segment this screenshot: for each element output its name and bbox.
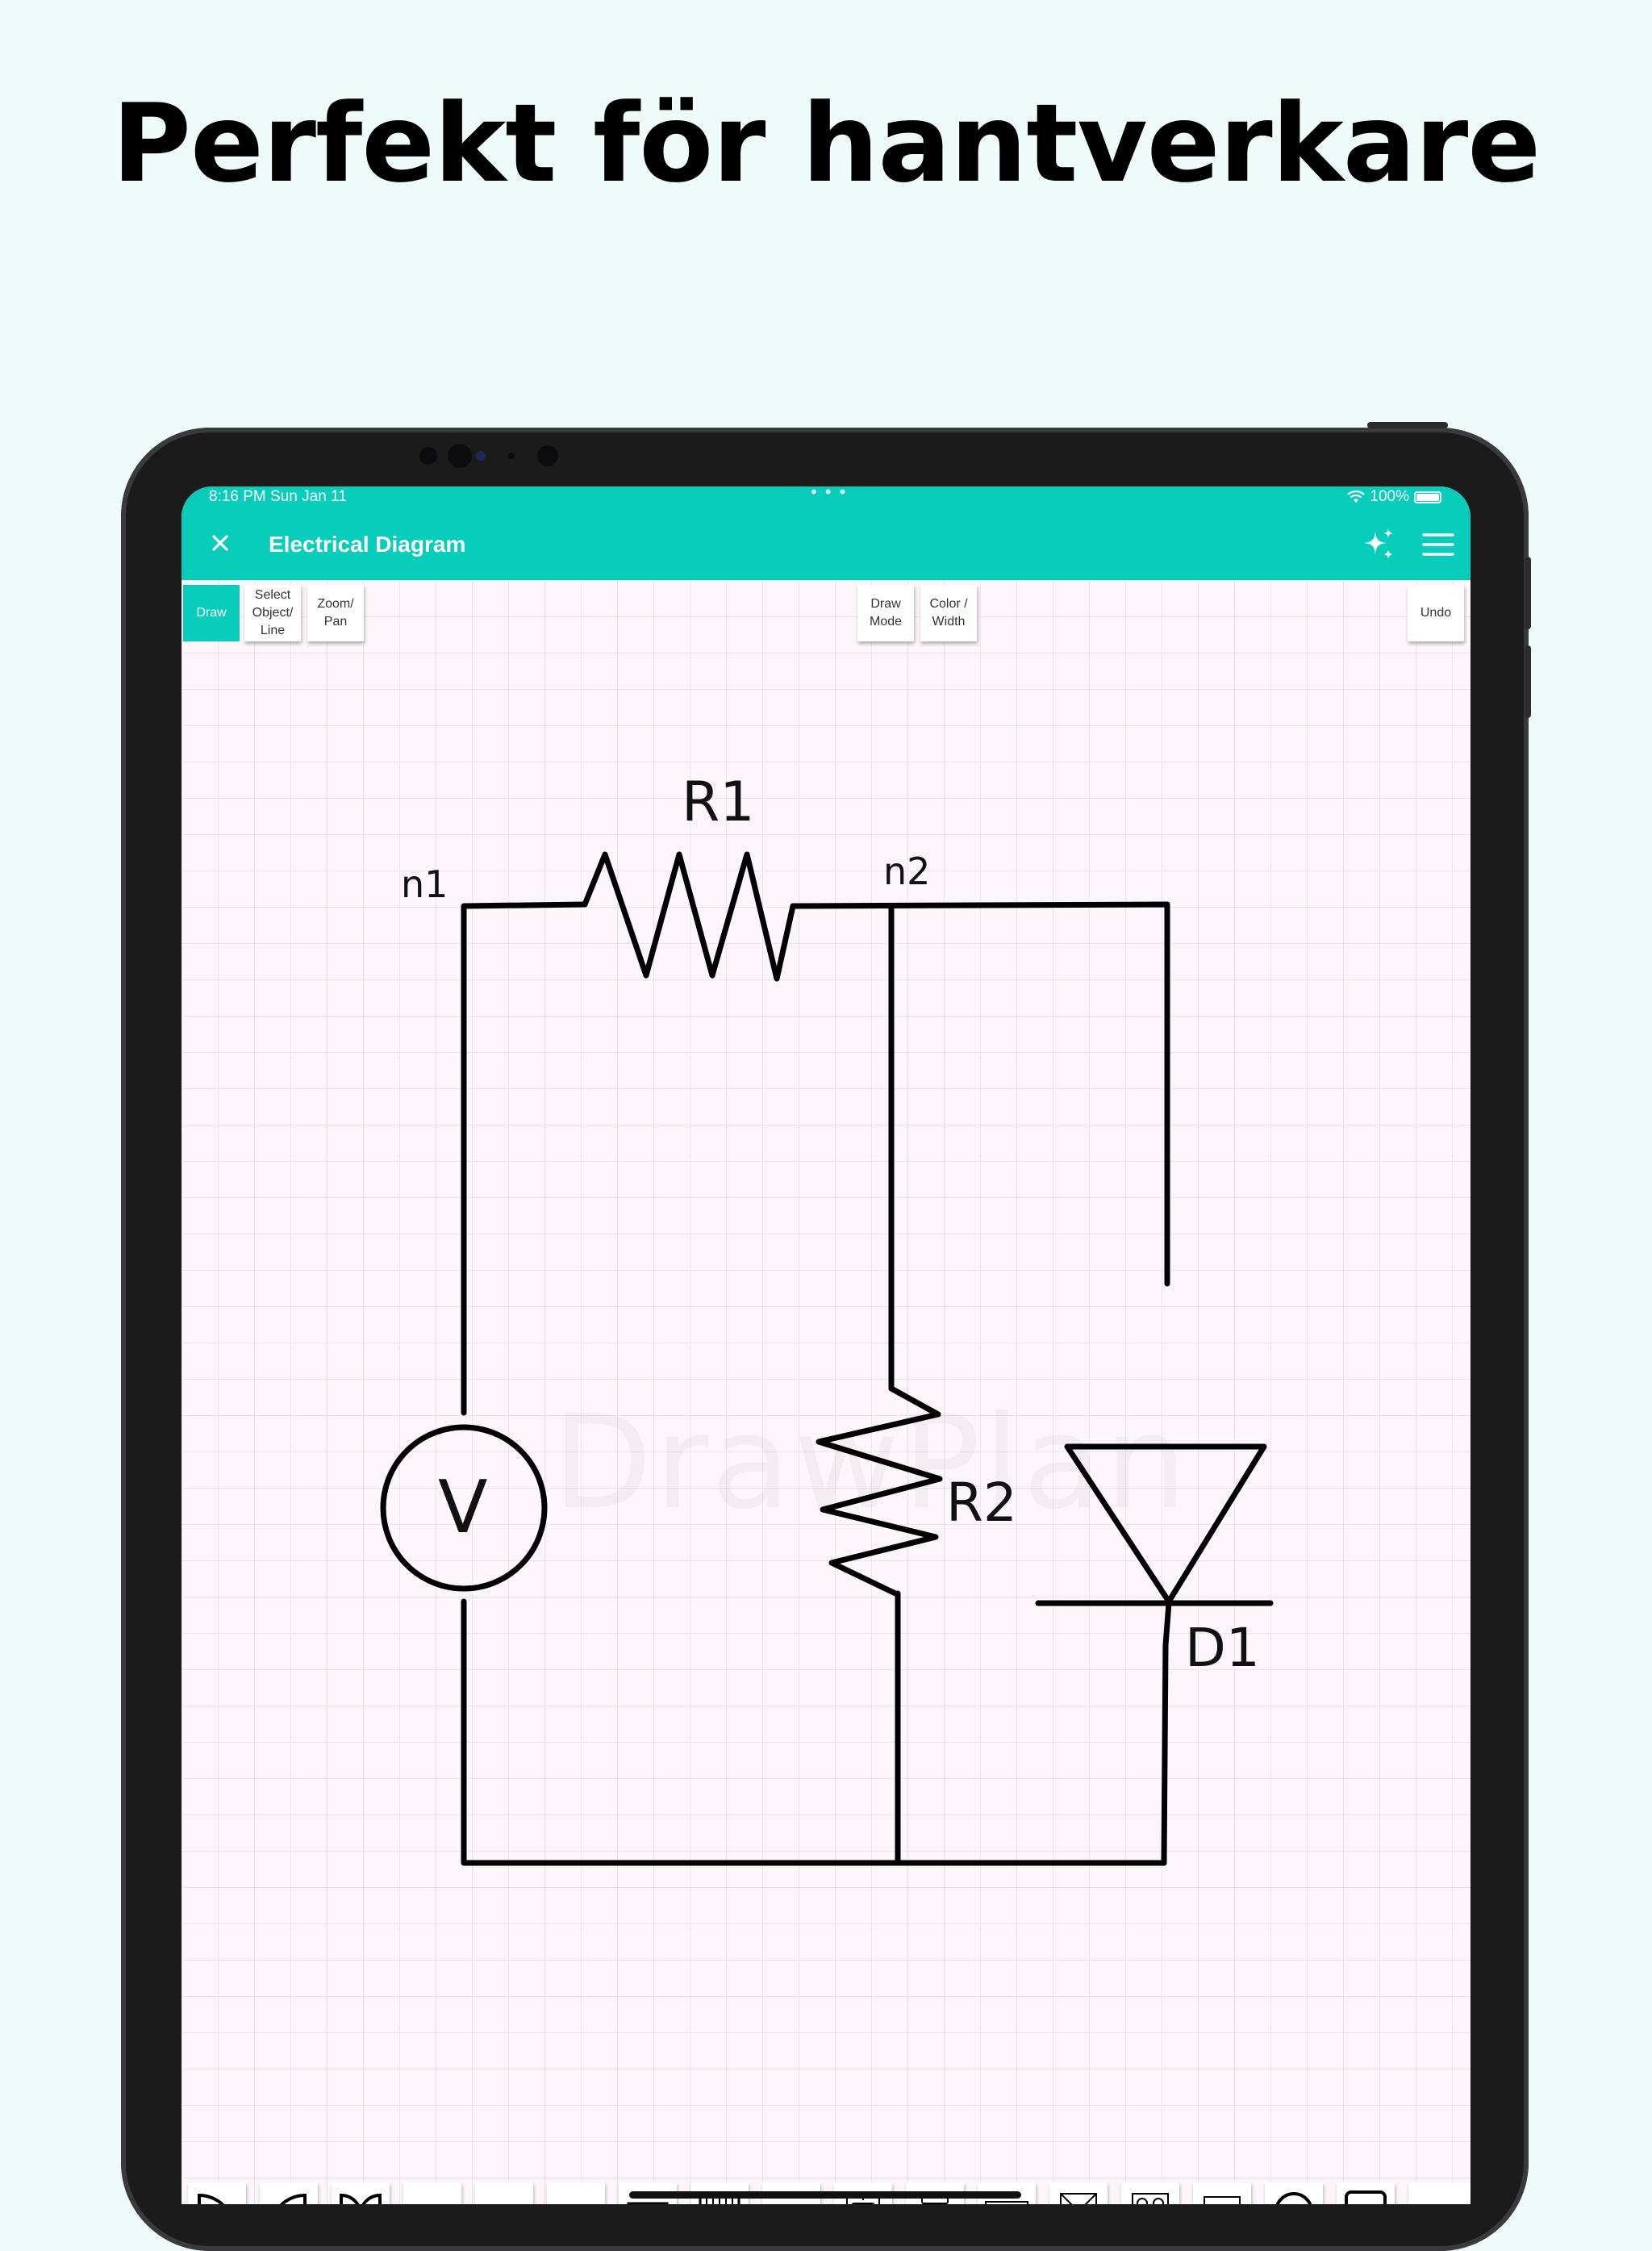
battery-icon	[1414, 491, 1441, 503]
label-v: V	[438, 1465, 488, 1550]
volume-down-button	[1525, 645, 1531, 718]
multitask-dots-icon[interactable]: • • •	[811, 487, 848, 502]
wire-top	[790, 901, 1170, 1287]
diode-d1	[1064, 1443, 1267, 1605]
label-r2: R2	[946, 1472, 1017, 1534]
page-title: Electrical Diagram	[269, 532, 466, 557]
battery-percent: 100%	[1370, 488, 1409, 505]
door-arc-icon[interactable]	[260, 2182, 318, 2204]
voltage-source	[380, 1424, 548, 1592]
home-indicator[interactable]	[629, 2191, 1021, 2199]
color-width-button[interactable]: Color / Width	[920, 585, 977, 641]
power-button	[1367, 422, 1448, 428]
volume-up-button	[1525, 557, 1531, 629]
draw-mode-button[interactable]: Draw Mode	[857, 585, 914, 641]
status-right: 100%	[1347, 488, 1441, 506]
circuit-diagram[interactable]: R1 n1 n2 R2 D1 V	[181, 580, 1471, 2161]
label-button[interactable]: Label	[1408, 2182, 1471, 2204]
box-cross-icon[interactable]	[1049, 2182, 1108, 2204]
headline: Perfekt för hantverkare	[111, 81, 1541, 207]
zoom-pan-button[interactable]: Zoom/ Pan	[307, 585, 364, 641]
label-r1: R1	[682, 771, 755, 834]
shape-palette: Label	[181, 2170, 1471, 2204]
label-d1: D1	[1185, 1617, 1260, 1679]
close-icon[interactable]	[201, 524, 240, 562]
screen: 8:16 PM Sun Jan 11 • • • 100% Electrical…	[181, 487, 1471, 2204]
undo-button[interactable]: Undo	[1408, 585, 1464, 641]
double-door-icon[interactable]	[332, 2182, 390, 2204]
drawing-canvas[interactable]: Draw Select Object/ Line Zoom/ Pan Draw …	[181, 580, 1471, 2204]
app-bar: Electrical Diagram	[181, 509, 1471, 580]
status-time: 8:16 PM Sun Jan 11	[209, 488, 347, 505]
sensor-icon	[419, 447, 437, 465]
stove-icon[interactable]	[1121, 2182, 1179, 2204]
door-swing-icon[interactable]	[188, 2182, 246, 2204]
circle-icon[interactable]	[1265, 2182, 1323, 2204]
resistor-r1	[582, 851, 796, 982]
label-n1: n1	[401, 862, 448, 906]
menu-icon[interactable]	[1419, 525, 1458, 564]
sensor-icon	[508, 453, 515, 459]
label-n2: n2	[883, 850, 930, 893]
sensor-icon	[537, 445, 558, 466]
wire-bottom	[461, 1598, 1167, 1866]
camera-lens-icon	[476, 451, 486, 461]
zigzag-icon[interactable]	[475, 2182, 533, 2204]
wire-left-top	[461, 901, 588, 1416]
rounded-square-icon[interactable]	[1337, 2182, 1395, 2204]
status-bar: 8:16 PM Sun Jan 11 • • • 100%	[181, 487, 1471, 509]
tv-icon[interactable]	[1193, 2182, 1251, 2204]
camera-icon	[448, 444, 472, 468]
resistor-r2	[816, 1385, 943, 1597]
wire-right-bottom	[1161, 1600, 1172, 1866]
window-icon[interactable]	[547, 2182, 605, 2204]
window-sliding-icon[interactable]	[403, 2182, 461, 2204]
wifi-icon	[1347, 491, 1366, 503]
draw-tool-button[interactable]: Draw	[183, 585, 240, 641]
select-tool-button[interactable]: Select Object/ Line	[244, 585, 301, 641]
ai-sparkle-icon[interactable]	[1359, 525, 1398, 564]
